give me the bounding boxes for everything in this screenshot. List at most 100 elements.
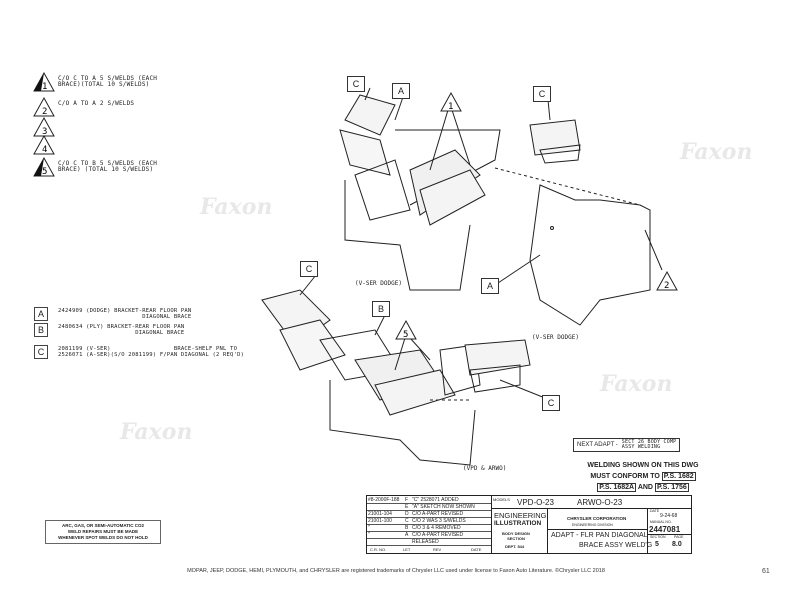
trademark-footer: MOPAR, JEEP, DODGE, HEMI, PLYMOUTH, and …	[187, 568, 605, 574]
weld-note-triangle-2: 2	[33, 97, 55, 117]
next-adapt-box: NEXT ADAPT - SECT 26 BODY COMP ASSY WELD…	[573, 438, 681, 452]
corporation-name: CHRYSLER CORPORATION	[567, 516, 627, 521]
weld-note-triangle-5: 5	[395, 320, 417, 340]
rev-letter: B	[405, 525, 409, 531]
callout-part-c: C	[533, 86, 551, 102]
svg-text:2: 2	[664, 281, 669, 291]
weld-note-triangle-1: 1	[33, 72, 55, 92]
callout-part-b: B	[372, 301, 390, 317]
svg-text:4: 4	[42, 145, 47, 155]
part-description: 2081199 (V-SER) BRACE-SHELF PNL TO 25260…	[58, 346, 245, 358]
svg-text:5: 5	[403, 330, 408, 340]
illustration-label: ILLUSTRATION	[494, 520, 542, 527]
dept-label: DEPT. 544	[505, 544, 525, 549]
callout-part-a: A	[481, 278, 499, 294]
models-label: MODELS	[493, 497, 510, 502]
welding-line1: WELDING SHOWN ON THIS DWG	[587, 462, 699, 469]
rev-letter: E	[405, 504, 409, 510]
rev-header-rev: REV	[433, 547, 442, 552]
rev-cr: 21001-100	[368, 518, 392, 524]
svg-text:1: 1	[448, 102, 453, 112]
rev-letter: D	[405, 511, 409, 517]
revision-row: RELEASED	[367, 538, 491, 546]
welding-conformance-note: WELDING SHOWN ON THIS DWG MUST CONFORM T…	[573, 460, 713, 493]
watermark-logo: Faxon	[680, 139, 753, 165]
part-letter-box: B	[34, 323, 48, 337]
weld-note-triangle-4: 4	[33, 135, 55, 155]
page-no-label: PAGE	[674, 535, 684, 539]
part-description: 2424909 (DODGE) BRACKET-REAR FLOOR PAN D…	[58, 308, 192, 320]
hole-mark	[550, 226, 554, 230]
weld-note-text: C/O C TO B 5 S/WELDS (EACH BRACE) (TOTAL…	[58, 160, 158, 173]
callout-part-c: C	[300, 261, 318, 277]
rev-letter: F	[405, 497, 409, 503]
rev-desc: "C" 2528071 ADDED	[412, 497, 459, 503]
callout-part-c: C	[542, 395, 560, 411]
svg-text:5: 5	[42, 167, 47, 177]
revision-row: #8-2000F-188 F"C" 2528071 ADDED	[367, 496, 491, 504]
rev-cr: #8-2000F-188	[368, 497, 400, 503]
rev-cr: 21001-104	[368, 511, 392, 517]
page-number: 61	[762, 568, 770, 575]
weld-repair-note: ARC, GAS, OR SEMI-AUTOMATIC CO2 WELD REP…	[45, 520, 161, 544]
rev-header-cr: C.R. NO.	[370, 547, 387, 552]
rev-header-let: LET	[403, 547, 411, 552]
section-no: 5	[655, 541, 659, 548]
callout-part-a: A	[392, 83, 410, 99]
rev-cr: "	[368, 532, 370, 538]
callout-part-c: C	[347, 76, 365, 92]
rev-desc: C/O A-PART REVISED	[412, 511, 464, 517]
part-letter-box: A	[34, 307, 48, 321]
weld-note-text: C/O A TO A 2 S/WELDS	[58, 100, 135, 107]
view-label: (VPD & ARWO)	[463, 465, 507, 472]
date-label: DATE	[650, 509, 660, 513]
drawing-title-2: BRACE ASSY WELD'G	[579, 542, 653, 549]
spec-ref: P.S. 1682	[661, 472, 696, 481]
next-adapt-label: NEXT ADAPT -	[577, 442, 618, 448]
welding-line3: P.S. 1682A AND P.S. 1756	[573, 482, 713, 493]
model-2: ARWO-O-23	[577, 498, 623, 507]
weld-note-text: C/O C TO A 5 S/WELDS (EACH BRACE)(TOTAL …	[58, 75, 158, 88]
rev-desc: RELEASED	[412, 539, 439, 545]
part-letter-box: C	[34, 345, 48, 359]
weld-note-triangle-1: 1	[440, 92, 462, 112]
engineering-label: ENGINEERING	[494, 511, 547, 520]
part-description: 2480634 (PLY) BRACKET-REAR FLOOR PAN DIA…	[58, 324, 185, 336]
weld-note-triangle-2: 2	[656, 271, 678, 291]
section-no-label: SECTION	[650, 535, 666, 539]
rev-cr: "	[368, 525, 370, 531]
svg-text:1: 1	[42, 82, 47, 92]
rev-desc: C/O 3 & 4 REMOVED	[412, 525, 461, 531]
section-label: BODY DESIGN SECTION	[502, 531, 530, 541]
model-1: VPD-O-23	[517, 498, 554, 507]
spec-ref: P.S. 1756	[654, 483, 689, 492]
division-name: ENGINEERING DIVISION	[572, 523, 613, 527]
welding-line2: MUST CONFORM TO P.S. 1682	[573, 471, 713, 482]
rev-desc: C/O A-PART REVISED	[412, 532, 464, 538]
watermark-logo: Faxon	[600, 371, 673, 397]
rev-header-date: DATE	[471, 547, 482, 552]
welding-text: MUST CONFORM TO	[590, 473, 660, 480]
rev-desc: "A" SKETCH NOW SHOWN	[412, 504, 475, 510]
spec-ref: P.S. 1682A	[597, 483, 637, 492]
svg-text:2: 2	[42, 107, 47, 117]
revision-header: C.R. NO. LET REV DATE	[367, 546, 491, 553]
manual-no-label: MANUAL NO.	[650, 520, 672, 524]
drawing-title: ADAPT - FLR PAN DIAGONAL	[551, 532, 648, 539]
revision-row: E"A" SKETCH NOW SHOWN	[367, 503, 491, 511]
manual-no: 2447081	[649, 525, 681, 534]
next-adapt-text: SECT 26 BODY COMP ASSY WELDING	[621, 439, 677, 450]
welding-text: AND	[637, 484, 653, 491]
rev-letter: C	[405, 518, 409, 524]
rev-letter: A	[405, 532, 409, 538]
weld-note-triangle-5: 5	[33, 157, 55, 177]
watermark-logo: Faxon	[120, 419, 193, 445]
date-value: 9-24-68	[660, 513, 678, 519]
